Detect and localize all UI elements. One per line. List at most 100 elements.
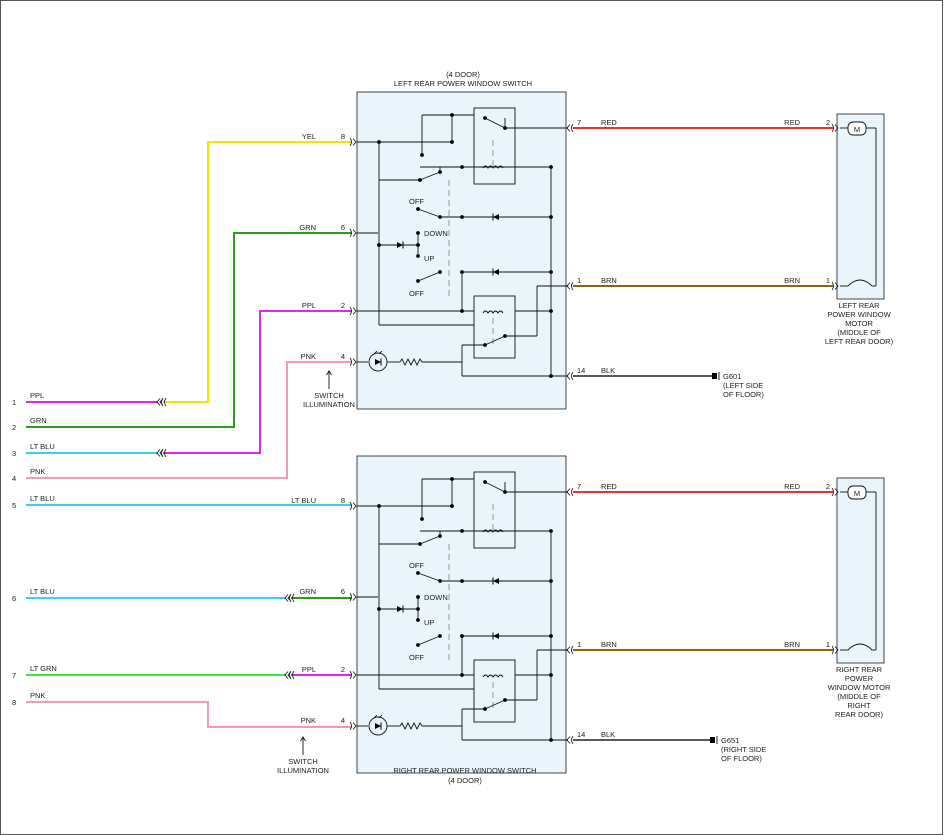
connector-wire-label: GRN: [30, 416, 47, 425]
diode-triangle: [493, 578, 499, 584]
ground-location: OF FLOOR): [723, 390, 764, 399]
circuit-line: [417, 572, 441, 582]
connector-arc: [571, 487, 574, 497]
junction-dot: [418, 542, 422, 546]
connector-pin-number: 6: [12, 594, 16, 603]
connector-pin-number: 3: [12, 449, 16, 458]
switch-wire-label: PPL: [302, 301, 316, 310]
splice-connector: [159, 449, 164, 457]
junction-dot: [416, 207, 420, 211]
diode-triangle: [375, 359, 381, 365]
switch-wire-label: BRN: [601, 640, 617, 649]
circuit-line: [419, 535, 441, 545]
connector-arc: [349, 501, 352, 511]
switch-wire-label: LT BLU: [291, 496, 316, 505]
motor-pin-number: 1: [826, 276, 830, 285]
connector-arc: [831, 281, 834, 291]
switch-wire-label: BRN: [601, 276, 617, 285]
switch-input-connector: [352, 502, 357, 510]
junction-dot: [549, 634, 553, 638]
connector-wire-label: PNK: [30, 467, 45, 476]
motor-wire-label: RED: [784, 482, 800, 491]
junction-dot: [416, 618, 420, 622]
connector-arc: [571, 123, 574, 133]
circuit-line: [484, 481, 506, 493]
connector-arc: [292, 593, 295, 603]
switch-title: (4 DOOR): [446, 70, 480, 79]
connector-arc: [571, 281, 574, 291]
motor-wire-label: BRN: [784, 276, 800, 285]
junction-dot: [483, 707, 487, 711]
switch-input-connector: [352, 307, 357, 315]
junction-dot: [420, 517, 424, 521]
switch-pin-number: 6: [341, 223, 345, 232]
connector-pin-number: 2: [12, 423, 16, 432]
motor-pin-number: 2: [826, 118, 830, 127]
switch-pin-number: 6: [341, 587, 345, 596]
switch-wire-label: RED: [601, 118, 617, 127]
illumination-arrowhead: [300, 736, 306, 742]
motor-description: (MIDDLE OF: [837, 328, 881, 337]
right-rear-switch: RIGHT REAR POWER WINDOW SWITCH(4 DOOR)8L…: [277, 455, 891, 785]
junction-dot: [460, 529, 464, 533]
connector-pin-number: 1: [12, 398, 16, 407]
junction-dot: [549, 579, 553, 583]
switch-input-connector: [352, 138, 357, 146]
switch-title: RIGHT REAR POWER WINDOW SWITCH: [393, 766, 536, 775]
motor-symbol: M: [854, 125, 860, 134]
switch-pin-number: 1: [577, 640, 581, 649]
switch-pin-number: 14: [577, 730, 585, 739]
switch-output-connector: [566, 488, 571, 496]
resistor: [399, 357, 423, 367]
connector-arc: [831, 123, 834, 133]
connector-arc: [349, 592, 352, 602]
diode-triangle: [397, 242, 403, 248]
splice-connector: [284, 594, 289, 602]
junction-dot: [483, 116, 487, 120]
motor-description: POWER WINDOW: [827, 310, 891, 319]
switch-wire-label: BLK: [601, 730, 615, 739]
circuit-line: [417, 271, 441, 282]
relay-coil: [482, 310, 504, 314]
junction-dot: [450, 140, 454, 144]
wire-layer: [26, 141, 352, 728]
switch-pin-number: 8: [341, 496, 345, 505]
illumination-label: SWITCH: [314, 391, 344, 400]
switch-pin-number: 7: [577, 482, 581, 491]
switch-output-connector: [566, 646, 571, 654]
junction-dot: [483, 480, 487, 484]
relay-upper: [473, 471, 516, 549]
junction-dot: [460, 579, 464, 583]
switch-pin-number: 2: [341, 665, 345, 674]
switch-wire-label: RED: [601, 482, 617, 491]
ground-location: (LEFT SIDE: [723, 381, 763, 390]
junction-dot: [460, 309, 464, 313]
switch-wire-label: PNK: [301, 716, 316, 725]
motor-wire-label: RED: [784, 118, 800, 127]
switch-position-label: OFF: [409, 289, 424, 298]
splice-connector: [156, 449, 161, 457]
junction-dot: [438, 534, 442, 538]
switch-housing: [356, 91, 567, 410]
switch-input-connector: [352, 358, 357, 366]
junction-dot: [416, 243, 420, 247]
connector-arc: [831, 645, 834, 655]
switch-title: LEFT REAR POWER WINDOW SWITCH: [394, 79, 532, 88]
connector-arc: [349, 137, 352, 147]
wire-ppl: [163, 310, 352, 454]
diode-triangle: [493, 633, 499, 639]
illumination-label: ILLUMINATION: [277, 766, 329, 775]
relay-lower: [473, 659, 516, 723]
motor-housing: [836, 113, 885, 300]
connector-arc: [571, 645, 574, 655]
left-rear-switch: (4 DOOR)LEFT REAR POWER WINDOW SWITCH8YE…: [299, 70, 894, 410]
motor-icon: [847, 485, 867, 500]
diode-triangle: [493, 214, 499, 220]
junction-dot: [483, 343, 487, 347]
switch-position-label: OFF: [409, 653, 424, 662]
motor-description: MOTOR: [845, 319, 873, 328]
connector-wire-label: LT BLU: [30, 587, 55, 596]
junction-dot: [460, 673, 464, 677]
illumination-label: ILLUMINATION: [303, 400, 355, 409]
